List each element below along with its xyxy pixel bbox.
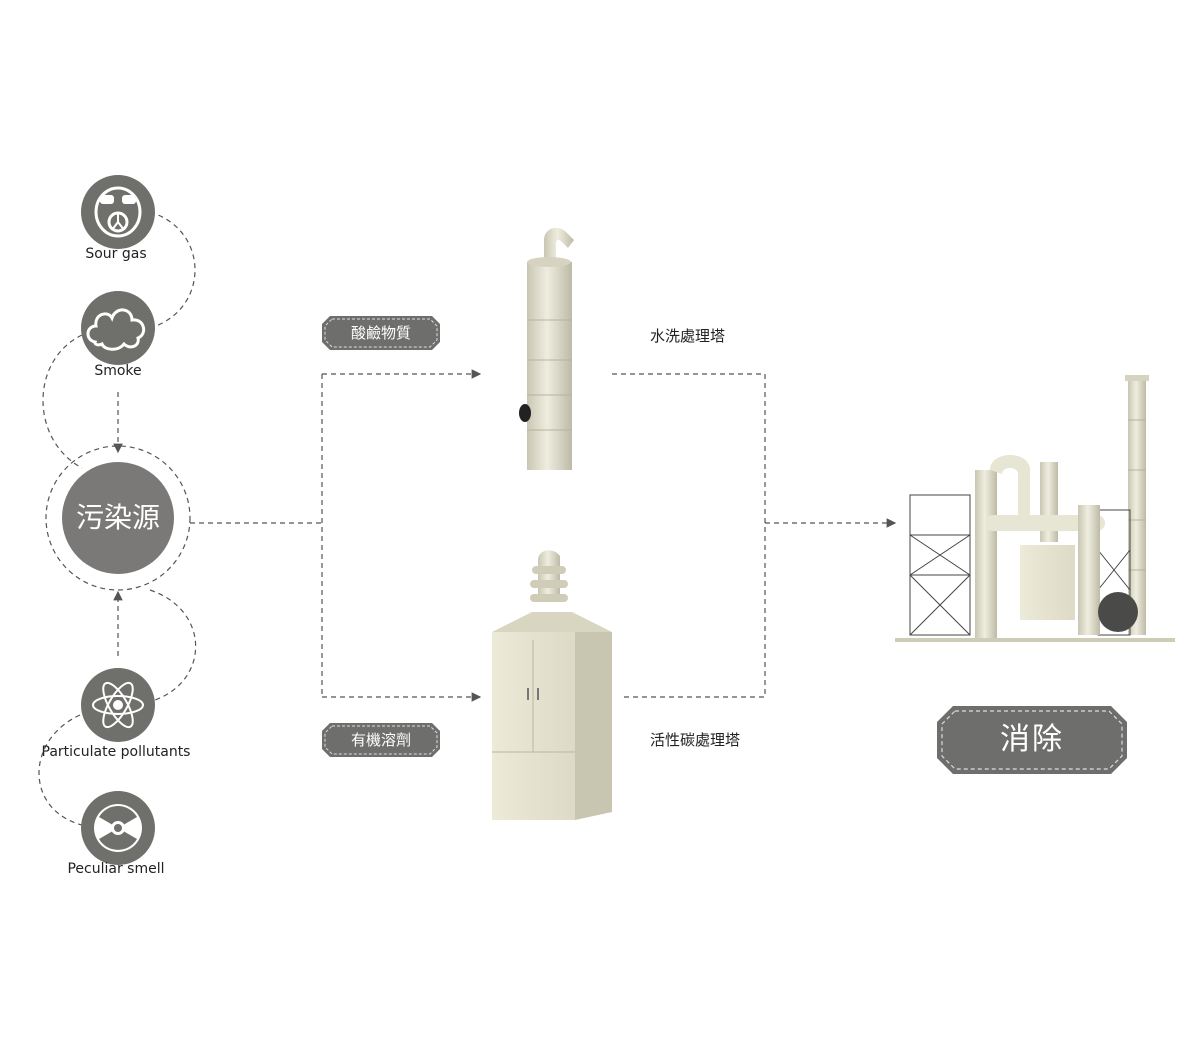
- elimination-result-label: 消除: [1000, 722, 1064, 757]
- treatment-plant-illustration: [895, 375, 1175, 642]
- acid-alkali-tag: 酸鹼物質: [322, 316, 440, 350]
- gas-mask-icon: [81, 175, 155, 249]
- pollution-source-label: 污染源: [75, 501, 160, 534]
- organic-solvent-tag: 有機溶劑: [322, 723, 440, 757]
- source-connectors: [38, 211, 197, 826]
- smoke-cloud-icon: [81, 291, 155, 365]
- carbon-tower-illustration: [492, 550, 612, 820]
- organic-solvent-tag-label: 有機溶劑: [350, 731, 411, 749]
- carbon-tower-label: 活性碳處理塔: [650, 731, 741, 749]
- pollution-source-node: 污染源: [62, 462, 174, 574]
- flow-lines: [190, 369, 897, 702]
- source-label-smoke: Smoke: [94, 363, 142, 379]
- radiation-icon: [81, 791, 155, 865]
- source-label-particulate: Particulate pollutants: [41, 744, 191, 760]
- source-label-sour-gas: Sour gas: [85, 246, 147, 262]
- atom-icon: [81, 668, 155, 742]
- wash-tower-label: 水洗處理塔: [650, 327, 726, 345]
- wash-tower-illustration: [519, 227, 574, 470]
- elimination-result-tag: 消除: [937, 706, 1127, 774]
- acid-alkali-tag-label: 酸鹼物質: [350, 324, 411, 342]
- source-label-peculiar-smell: Peculiar smell: [67, 861, 165, 877]
